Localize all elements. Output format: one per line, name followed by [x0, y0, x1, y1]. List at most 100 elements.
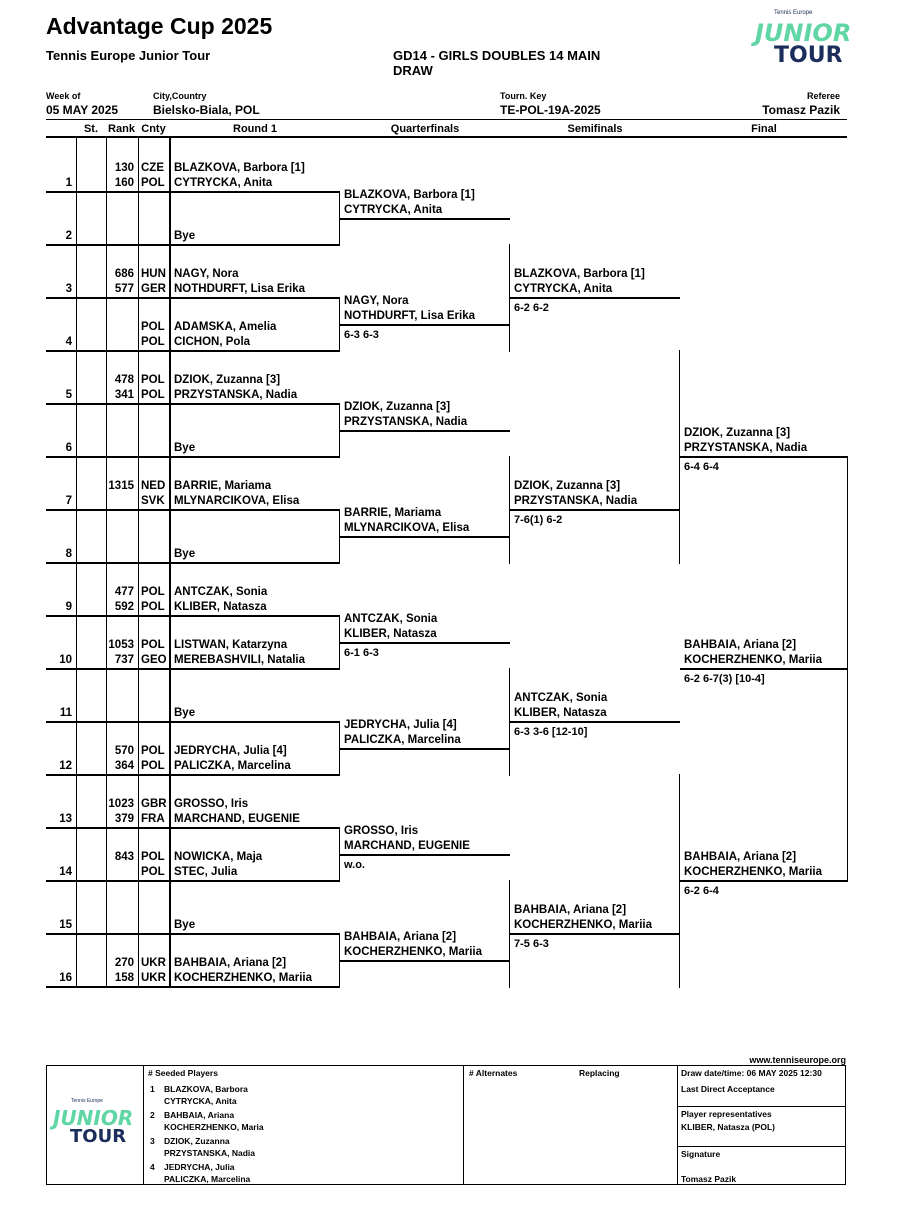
sf-player-name[interactable]: KOCHERZHENKO, Mariia — [514, 919, 653, 931]
player-name[interactable]: KOCHERZHENKO, Mariia — [174, 972, 313, 984]
final-score: 6-2 6-4 — [684, 885, 719, 897]
qf-player-name[interactable]: MARCHAND, EUGENIE — [344, 839, 470, 852]
sf-score: 7-5 6-3 — [514, 938, 549, 950]
sf-player-name[interactable]: BAHBAIA, Ariana [2] — [514, 904, 627, 916]
winner-line — [510, 297, 680, 299]
player-name[interactable]: ADAMSKA, Amelia — [174, 321, 277, 333]
sf-player-name[interactable]: KLIBER, Natasza — [514, 707, 607, 719]
winner-line — [510, 721, 680, 723]
player-country: POL — [141, 374, 165, 386]
col-semifinals: Semifinals — [567, 123, 623, 135]
player-name[interactable]: MEREBASHVILI, Natalia — [174, 654, 305, 666]
player-name[interactable]: KLIBER, Natasza — [174, 601, 267, 613]
player-name[interactable]: MARCHAND, EUGENIE — [174, 813, 300, 825]
replacing-title: Replacing — [579, 1068, 620, 1078]
city-label: City,Country — [153, 91, 207, 101]
player-name[interactable]: CICHON, Pola — [174, 336, 251, 348]
sf-player-name[interactable]: BLAZKOVA, Barbora [1] — [514, 268, 645, 280]
draw-position: 14 — [59, 866, 72, 878]
bracket-connector — [339, 827, 340, 882]
slot-line — [46, 986, 340, 988]
qf-player-name[interactable]: JEDRYCHA, Julia [4] — [344, 718, 457, 731]
qf-player-name[interactable]: BARRIE, Mariama — [344, 506, 442, 519]
bye-label: Bye — [174, 707, 196, 719]
col-final: Final — [751, 123, 777, 135]
player-name[interactable]: NOWICKA, Maja — [174, 851, 263, 863]
winner-line — [340, 429, 510, 432]
player-name[interactable]: CYTRYCKA, Anita — [174, 177, 273, 189]
player-name[interactable]: NOTHDURFT, Lisa Erika — [174, 283, 305, 295]
tour-logo: Tennis Europe JUNIOR TOUR — [755, 10, 852, 68]
sf-player-name[interactable]: ANTCZAK, Sonia — [514, 692, 608, 704]
player-name[interactable]: ANTCZAK, Sonia — [174, 586, 268, 598]
winner-line — [340, 747, 510, 750]
player-name[interactable]: DZIOK, Zuzanna [3] — [174, 374, 281, 386]
final-player-name[interactable]: BAHBAIA, Ariana [2] — [684, 851, 797, 863]
footer-logo: Tennis Europe JUNIOR TOUR — [53, 1098, 134, 1147]
qf-player-name[interactable]: KLIBER, Natasza — [344, 627, 437, 640]
player-name[interactable]: GROSSO, Iris — [174, 798, 249, 810]
qf-player-name[interactable]: PALICZKA, Marcelina — [344, 733, 461, 746]
draw-position: 15 — [59, 919, 72, 931]
player-rank: 364 — [114, 760, 134, 772]
final-player-name[interactable]: DZIOK, Zuzanna [3] — [684, 427, 791, 439]
draw-position: 6 — [65, 442, 72, 454]
tourn-key-label: Tourn. Key — [500, 91, 547, 101]
champion-name[interactable]: KOCHERZHENKO, Mariia — [684, 654, 823, 666]
player-name[interactable]: PALICZKA, Marcelina — [174, 760, 291, 772]
player-name[interactable]: STEC, Julia — [174, 866, 238, 878]
week-value: 05 MAY 2025 — [46, 103, 119, 117]
slot-line — [46, 456, 340, 458]
draw-position: 9 — [65, 601, 72, 613]
draw-position: 11 — [59, 707, 72, 719]
referee-label: Referee — [806, 91, 840, 101]
qf-player-name[interactable]: CYTRYCKA, Anita — [344, 203, 443, 216]
player-rank: 478 — [114, 374, 134, 386]
player-country: POL — [141, 866, 165, 878]
qf-player-name[interactable]: BLAZKOVA, Barbora [1] — [344, 188, 475, 201]
sf-score: 6-3 3-6 [12-10] — [514, 726, 588, 738]
player-name[interactable]: BAHBAIA, Ariana [2] — [174, 957, 287, 969]
qf-player-name[interactable]: GROSSO, Iris — [344, 824, 419, 837]
player-name[interactable]: BLAZKOVA, Barbora [1] — [174, 162, 305, 174]
final-player-name[interactable]: KOCHERZHENKO, Mariia — [684, 866, 823, 878]
qf-player-name[interactable]: NAGY, Nora — [344, 294, 409, 307]
winner-line — [340, 535, 510, 538]
player-name[interactable]: MLYNARCIKOVA, Elisa — [174, 495, 300, 507]
player-country: POL — [141, 389, 165, 401]
seed-number: 1 — [150, 1084, 155, 1094]
website[interactable]: www.tenniseurope.org — [749, 1055, 846, 1065]
player-name[interactable]: JEDRYCHA, Julia [4] — [174, 745, 287, 757]
player-country: GBR — [141, 798, 167, 810]
qf-player-name[interactable]: DZIOK, Zuzanna [3] — [344, 400, 451, 413]
player-name[interactable]: PRZYSTANSKA, Nadia — [174, 389, 298, 401]
slot-line — [46, 509, 340, 511]
seed-player: KOCHERZHENKO, Maria — [164, 1122, 264, 1132]
bracket-connector — [339, 615, 340, 670]
qf-player-name[interactable]: NOTHDURFT, Lisa Erika — [344, 309, 475, 322]
slot-line — [46, 350, 340, 352]
player-name[interactable]: BARRIE, Mariama — [174, 480, 272, 492]
final-player-name[interactable]: PRZYSTANSKA, Nadia — [684, 442, 808, 454]
sf-player-name[interactable]: CYTRYCKA, Anita — [514, 283, 613, 295]
qf-player-name[interactable]: ANTCZAK, Sonia — [344, 612, 438, 625]
winner-line — [340, 853, 510, 856]
seeded-title: # Seeded Players — [148, 1068, 218, 1078]
slot-line — [46, 297, 340, 299]
seed-number: 4 — [150, 1162, 155, 1172]
qf-player-name[interactable]: PRZYSTANSKA, Nadia — [344, 415, 468, 428]
champion-name[interactable]: BAHBAIA, Ariana [2] — [684, 639, 797, 651]
bracket-connector — [509, 668, 510, 776]
qf-player-name[interactable]: KOCHERZHENKO, Mariia — [344, 945, 483, 958]
player-name[interactable]: NAGY, Nora — [174, 268, 239, 280]
player-name[interactable]: LISTWAN, Katarzyna — [174, 639, 288, 651]
sf-player-name[interactable]: DZIOK, Zuzanna [3] — [514, 480, 621, 492]
qf-player-name[interactable]: MLYNARCIKOVA, Elisa — [344, 521, 470, 534]
champion-line — [680, 668, 848, 670]
bracket-connector — [339, 191, 340, 246]
sf-player-name[interactable]: PRZYSTANSKA, Nadia — [514, 495, 638, 507]
qf-player-name[interactable]: BAHBAIA, Ariana [2] — [344, 930, 457, 943]
slot-line — [46, 880, 340, 882]
draw-position: 4 — [65, 336, 72, 348]
player-rank: 379 — [114, 813, 134, 825]
